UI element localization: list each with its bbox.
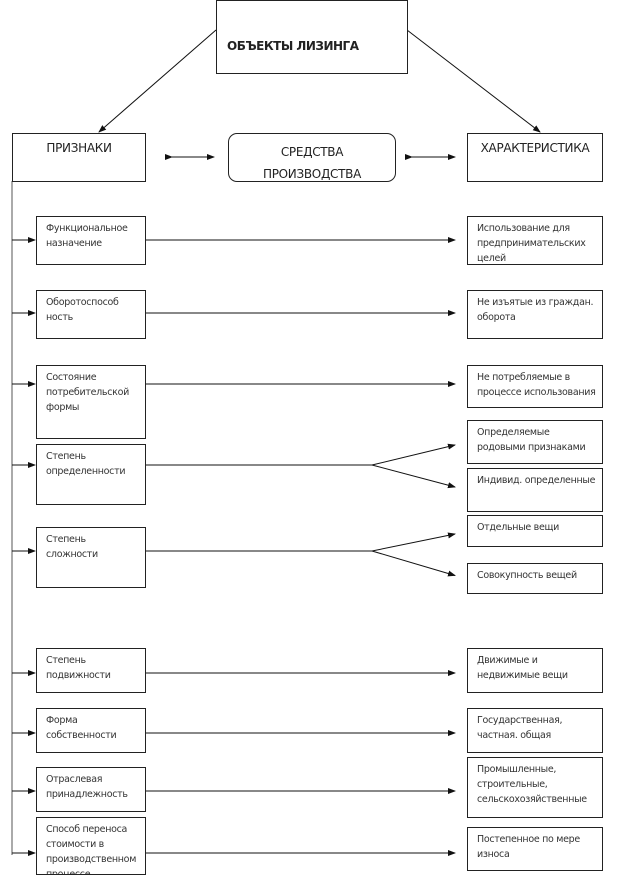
sign-box: Способ переноса стоимости в производстве… (36, 817, 146, 875)
sign-text: Состояние потребительской формы (46, 372, 129, 413)
characteristic-text: Движимые и недвижимые вещи (477, 655, 568, 681)
arrow-title-to-chars (406, 29, 541, 133)
characteristic-box: Использование для предпринимательских це… (467, 216, 603, 265)
branch-arrow (371, 464, 456, 489)
signs-header: ПРИЗНАКИ (12, 133, 146, 182)
sign-text: Отраслевая принадлежность (46, 774, 128, 800)
characteristic-text: Использование для предпринимательских це… (477, 223, 586, 264)
characteristic-text: Не потребляемые в процессе использования (477, 372, 596, 398)
characteristic-text: Государственная, частная. общая (477, 715, 563, 741)
title-text: ОБЪЕКТЫ ЛИЗИНГА (227, 39, 359, 53)
characteristic-box: Отдельные вещи (467, 515, 603, 547)
characteristic-text: Определяемые родовыми признаками (477, 427, 586, 453)
characteristic-box: Не потребляемые в процессе использования (467, 365, 603, 408)
chars-header-text: ХАРАКТЕРИСТИКА (480, 141, 590, 155)
sign-box: Степень подвижности (36, 648, 146, 693)
sign-box: Функциональное назначение (36, 216, 146, 265)
characteristic-box: Государственная, частная. общая (467, 708, 603, 753)
characteristic-box: Определяемые родовыми признаками (467, 420, 603, 464)
sign-box: Состояние потребительской формы (36, 365, 146, 439)
branch-arrow (371, 443, 456, 466)
characteristic-box: Движимые и недвижимые вещи (467, 648, 603, 693)
arrow-title-to-signs (98, 29, 217, 133)
branch-arrow (371, 550, 456, 577)
means-of-production-box: СРЕДСТВА ПРОИЗВОДСТВА (228, 133, 396, 182)
characteristic-box: Не изъятые из граждан. оборота (467, 290, 603, 339)
characteristic-text: Совокупность вещей (477, 570, 577, 581)
characteristic-box: Постепенное по мере износа (467, 827, 603, 871)
characteristic-box: Индивид. определенные (467, 468, 603, 512)
sign-text: Степень определенности (46, 451, 126, 477)
sign-box: Оборотоспособ ность (36, 290, 146, 339)
characteristics-header: ХАРАКТЕРИСТИКА (467, 133, 603, 182)
means-header-text: СРЕДСТВА ПРОИЗВОДСТВА (263, 145, 361, 181)
sign-text: Способ переноса стоимости в производстве… (46, 824, 137, 875)
characteristic-text: Индивид. определенные (477, 475, 596, 486)
characteristic-box: Совокупность вещей (467, 563, 603, 594)
title-box: ОБЪЕКТЫ ЛИЗИНГА (216, 0, 408, 74)
signs-header-text: ПРИЗНАКИ (46, 141, 112, 155)
characteristic-box: Промышленные, строительные, сельскохозяй… (467, 757, 603, 818)
sign-box: Степень определенности (36, 444, 146, 505)
sign-text: Форма собственности (46, 715, 117, 741)
characteristic-text: Не изъятые из граждан. оборота (477, 297, 594, 323)
sign-text: Степень сложности (46, 534, 98, 560)
characteristic-text: Постепенное по мере износа (477, 834, 580, 860)
sign-box: Степень сложности (36, 527, 146, 588)
branch-arrow (371, 532, 456, 552)
sign-text: Оборотоспособ ность (46, 297, 119, 323)
sign-box: Отраслевая принадлежность (36, 767, 146, 812)
sign-text: Функциональное назначение (46, 223, 128, 249)
characteristic-text: Отдельные вещи (477, 522, 560, 533)
sign-text: Степень подвижности (46, 655, 111, 681)
characteristic-text: Промышленные, строительные, сельскохозяй… (477, 764, 587, 805)
sign-box: Форма собственности (36, 708, 146, 753)
